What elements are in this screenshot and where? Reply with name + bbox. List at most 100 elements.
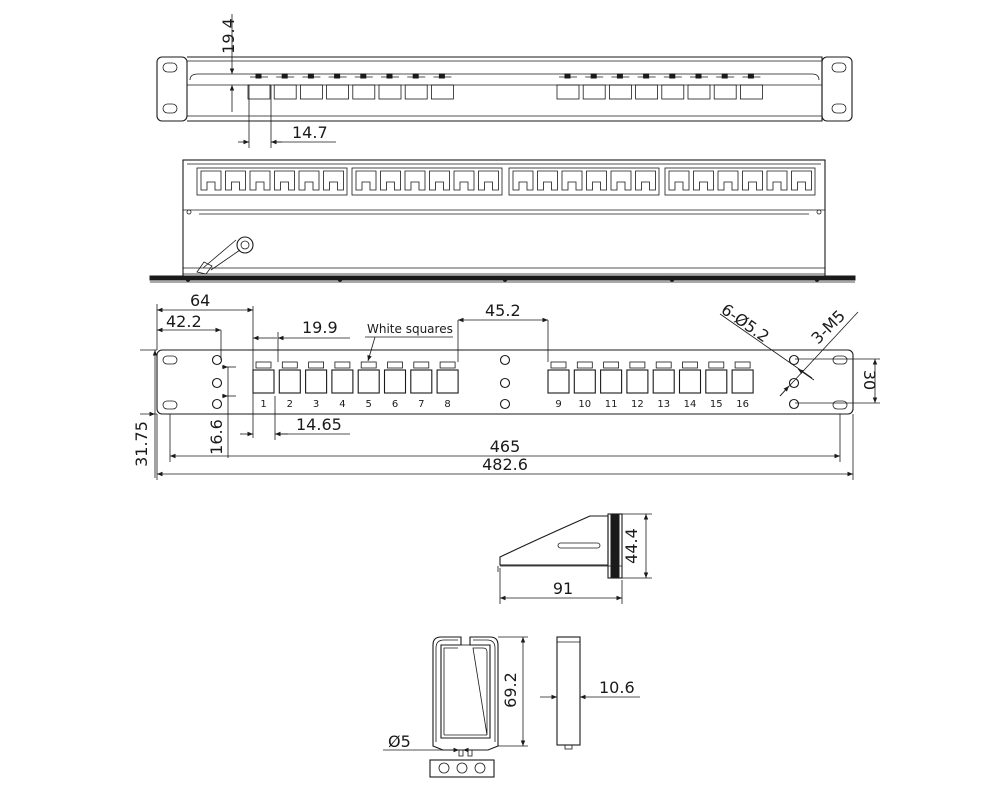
cable-slot bbox=[561, 170, 583, 191]
top-port bbox=[661, 84, 685, 100]
cable-slot bbox=[380, 170, 401, 191]
white-square bbox=[255, 361, 272, 369]
rj45-port bbox=[252, 369, 275, 394]
rj45-port bbox=[331, 369, 354, 394]
dim-465: 465 bbox=[490, 437, 521, 456]
dim-44-4: 44.4 bbox=[622, 528, 641, 564]
rj45-port bbox=[626, 369, 649, 394]
top-body bbox=[187, 56, 823, 122]
mount-hole bbox=[832, 400, 848, 410]
rj45-port bbox=[731, 369, 754, 394]
top-port bbox=[430, 84, 454, 100]
dim-19-9: 19.9 bbox=[302, 318, 338, 337]
port-number: 5 bbox=[366, 399, 372, 410]
ribbon-mark bbox=[616, 73, 623, 79]
port-number: 1 bbox=[260, 399, 266, 410]
front-hole bbox=[211, 398, 223, 410]
top-port bbox=[556, 84, 580, 100]
port-number: 4 bbox=[339, 399, 345, 410]
rear-slot-groups bbox=[196, 167, 816, 196]
ribbon-mark bbox=[281, 73, 288, 79]
dim-42-2: 42.2 bbox=[166, 312, 202, 331]
front-screw-holes bbox=[211, 354, 800, 410]
ribbon-mark bbox=[747, 73, 754, 79]
cable-slot bbox=[225, 170, 246, 191]
front-hole bbox=[499, 398, 511, 410]
front-hole bbox=[211, 377, 223, 389]
rear-screw bbox=[502, 276, 508, 282]
front-hole bbox=[499, 377, 511, 389]
ribbon-mark bbox=[255, 73, 262, 79]
cable-slot bbox=[274, 170, 295, 191]
front-panel bbox=[156, 349, 854, 415]
top-port bbox=[740, 84, 763, 100]
cable-manager-base bbox=[429, 759, 495, 778]
ribbon-mark bbox=[695, 73, 702, 79]
white-square bbox=[281, 361, 298, 369]
ribbon-mark bbox=[307, 73, 314, 79]
cable-slot bbox=[512, 170, 534, 191]
ribbon-mark bbox=[386, 73, 393, 79]
top-port bbox=[299, 84, 323, 100]
top-port bbox=[326, 84, 350, 100]
dim-91: 91 bbox=[553, 579, 573, 598]
cable-slot bbox=[355, 170, 377, 191]
ribbon-mark bbox=[438, 73, 445, 79]
dim-64: 64 bbox=[190, 291, 210, 310]
dim-45-2: 45.2 bbox=[485, 301, 521, 320]
cable-slot bbox=[249, 170, 271, 191]
cable-slot bbox=[453, 170, 475, 191]
top-view: 19.4 14.7 bbox=[156, 14, 853, 148]
rj45-port bbox=[547, 369, 570, 394]
rear-body bbox=[182, 159, 826, 279]
cable-slot bbox=[537, 170, 558, 191]
dim-5: Ø5 bbox=[388, 732, 411, 751]
cable-manager-side bbox=[556, 636, 581, 746]
top-port bbox=[609, 84, 632, 100]
right-ear bbox=[821, 56, 853, 122]
dim-69-2: 69.2 bbox=[501, 672, 520, 708]
top-port bbox=[378, 84, 402, 100]
bracket-body bbox=[499, 515, 609, 566]
dim-14-65: 14.65 bbox=[296, 415, 342, 434]
white-square bbox=[576, 361, 593, 369]
top-port bbox=[247, 84, 271, 100]
cable-slot bbox=[717, 170, 739, 191]
top-port bbox=[635, 84, 658, 100]
white-square bbox=[334, 361, 351, 369]
white-square bbox=[629, 361, 646, 369]
slot-group bbox=[196, 167, 348, 196]
dim-screws: 3-M5 bbox=[807, 306, 849, 348]
port-number: 16 bbox=[736, 399, 749, 410]
cable-slot bbox=[742, 170, 763, 191]
rj45-port bbox=[600, 369, 623, 394]
rear-screw bbox=[814, 276, 820, 282]
left-ear bbox=[156, 56, 188, 122]
port-number: 9 bbox=[555, 399, 561, 410]
rj45-port bbox=[573, 369, 596, 394]
cable-slot bbox=[298, 170, 320, 191]
top-port bbox=[404, 84, 428, 100]
callout-white-squares: White squares bbox=[367, 322, 453, 336]
port-number: 6 bbox=[392, 399, 398, 410]
rj45-port bbox=[705, 369, 728, 394]
rj45-port bbox=[410, 369, 433, 394]
rear-screw bbox=[669, 276, 675, 282]
top-port bbox=[352, 84, 376, 100]
rj45-port bbox=[652, 369, 675, 394]
white-square bbox=[682, 361, 698, 369]
ribbon-mark bbox=[360, 73, 367, 79]
rear-view bbox=[149, 159, 856, 283]
cable-slot bbox=[766, 170, 788, 191]
cable-slot bbox=[791, 170, 812, 191]
white-square bbox=[708, 361, 725, 369]
ribbon-mark bbox=[721, 73, 728, 79]
top-port bbox=[687, 84, 711, 100]
mount-hole bbox=[162, 355, 178, 365]
ribbon-mark bbox=[412, 73, 419, 79]
dim-30: 30 bbox=[860, 370, 879, 390]
dim-top-height: 19.4 bbox=[219, 18, 238, 54]
